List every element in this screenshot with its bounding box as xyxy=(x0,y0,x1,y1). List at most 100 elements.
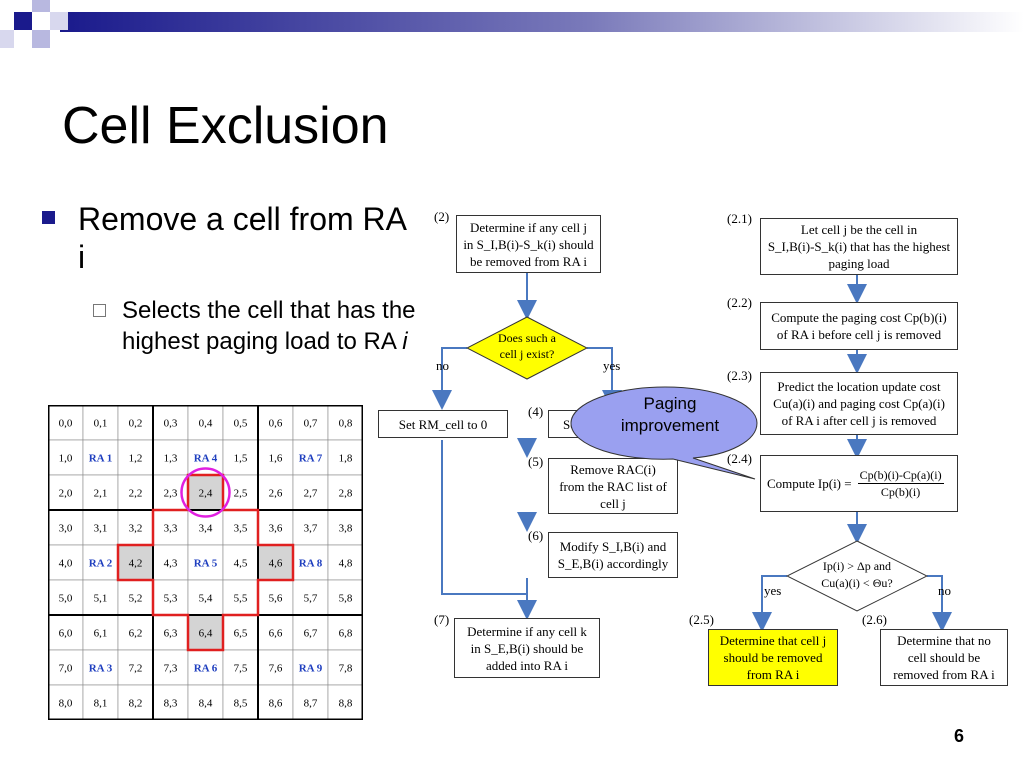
grid-cell-label: 0,2 xyxy=(129,418,143,430)
sub-bullet-text: Selects the cell that has the highest pa… xyxy=(122,295,432,357)
step7-num: (7) xyxy=(434,612,450,627)
grid-cell xyxy=(48,614,84,651)
grid-cell-label: 5,4 xyxy=(199,593,213,605)
grid-cell-label: 3,6 xyxy=(269,523,283,535)
grid-cell xyxy=(327,439,363,476)
step6-box: Modify S_I,B(i) and S_E,B(i) accordingly xyxy=(548,532,678,578)
grid-cell xyxy=(48,649,84,686)
step23-box: Predict the location update cost Cu(a)(i… xyxy=(760,372,958,435)
grid-cell-label: 2,5 xyxy=(234,488,248,500)
grid-cell-label: 2,3 xyxy=(164,488,178,500)
slide-title: Cell Exclusion xyxy=(62,97,389,155)
grid-cell-label: 1,6 xyxy=(269,453,283,465)
step2-num: (2) xyxy=(434,209,450,224)
grid-cell-label: 1,8 xyxy=(339,453,353,465)
step5-num: (5) xyxy=(528,454,544,469)
sub-bullet-var: i xyxy=(402,328,408,355)
grid-cell xyxy=(257,684,294,720)
decision-line1: Does such a xyxy=(498,331,556,345)
grid-cell-label: 3,7 xyxy=(304,523,318,535)
grid-cell xyxy=(117,509,154,546)
grid-cell-label: 7,2 xyxy=(129,663,143,675)
grid-cell-label: 8,6 xyxy=(269,698,283,710)
sub-bullet-prefix: Selects the cell that has the highest pa… xyxy=(122,297,416,355)
step6-line2: S_E,B(i) accordingly xyxy=(557,556,669,571)
decision2-text: Ip(i) > Δp and Cu(a)(i) < Θu? xyxy=(786,558,928,592)
decision2-line1: Ip(i) > Δp and xyxy=(822,559,892,573)
grid-cell-label: 6,0 xyxy=(59,628,73,640)
grid-cell xyxy=(222,439,259,476)
grid-cell xyxy=(187,684,224,720)
selected-cell-circle xyxy=(180,467,231,518)
step25-box: Determine that cell j should be removed … xyxy=(708,629,838,686)
ra5-highlight xyxy=(116,473,295,652)
decision2-yes: yes xyxy=(764,583,782,598)
grid-cell-label: 2,4 xyxy=(199,488,213,500)
grid-cell xyxy=(152,439,189,476)
grid-cell-label: 7,6 xyxy=(269,663,283,675)
grid-cell xyxy=(327,579,363,616)
step23-line1: Predict the location update cost xyxy=(777,379,941,394)
grid-cell xyxy=(222,614,259,651)
decision-no: no xyxy=(436,358,449,373)
step21-line2: S_I,B(i)-S_k(i) that has the highest xyxy=(767,239,951,254)
decision-line2: cell j exist? xyxy=(499,347,555,361)
grid-cell xyxy=(152,579,189,616)
grid-cell xyxy=(257,649,294,686)
step22-box: Compute the paging cost Cp(b)(i) of RA i… xyxy=(760,302,958,350)
step7-line1: Determine if any cell k xyxy=(467,623,587,639)
step22-line1: Compute the paging cost Cp(b)(i) xyxy=(771,310,947,325)
grid-cell xyxy=(222,649,259,686)
grid-cell-label: 4,3 xyxy=(164,558,178,570)
grid-cell-label: 5,5 xyxy=(234,593,248,605)
grid-cell-label: 0,8 xyxy=(339,418,353,430)
flowchart-connectors xyxy=(432,273,952,632)
step23-line2: Cu(a)(i) and paging cost Cp(a)(i) xyxy=(773,396,945,411)
grid-cell xyxy=(327,649,363,686)
bullet-text: Remove a cell from RA i xyxy=(78,201,406,275)
step22-line2: of RA i before cell j is removed xyxy=(776,327,942,342)
step26-num: (2.6) xyxy=(862,612,887,627)
grid-cell-label: 5,0 xyxy=(59,593,73,605)
grid-cell-label: 2,2 xyxy=(129,488,143,500)
callout-text: Paging improvement xyxy=(575,393,765,437)
grid-cell xyxy=(82,614,119,651)
step22-num: (2.2) xyxy=(727,295,752,310)
step2-line2: in S_I,B(i)-S_k(i) should xyxy=(463,236,594,252)
grid-cell-label: 8,2 xyxy=(129,698,143,710)
grid-cell-label: 0,5 xyxy=(234,418,248,430)
step24-box: Compute Ip(i) = Cp(b)(i)-Cp(a)(i) Cp(b)(… xyxy=(760,455,958,512)
step26-box: Determine that no cell should be removed… xyxy=(880,629,1008,686)
grid-cell xyxy=(327,405,363,441)
grid-cell-label: 4,0 xyxy=(59,558,73,570)
decision2-no: no xyxy=(938,583,951,598)
grid-cell-label: 6,8 xyxy=(339,628,353,640)
grid-cell xyxy=(187,649,224,686)
ra-label: RA 1 xyxy=(89,453,113,465)
step6-line1: Modify S_I,B(i) and xyxy=(559,539,667,554)
step24-fraction: Cp(b)(i)-Cp(a)(i) Cp(b)(i) xyxy=(857,467,944,500)
grid-cell-label: 1,2 xyxy=(129,453,143,465)
step5-line2: from the RAC list of xyxy=(559,478,667,494)
grid-cell-label: 2,1 xyxy=(94,488,108,500)
step21-line1: Let cell j be the cell in xyxy=(800,222,918,237)
grid-cell xyxy=(257,614,294,651)
ra-label: RA 2 xyxy=(89,558,113,570)
grid-cell xyxy=(152,544,189,581)
step5-line1: Remove RAC(i) xyxy=(570,461,656,477)
grid-cell-label: 0,0 xyxy=(59,418,73,430)
grid-cell-label: 7,8 xyxy=(339,663,353,675)
grid-cell xyxy=(82,684,119,720)
step21-num: (2.1) xyxy=(727,211,752,226)
grid-cell xyxy=(327,684,363,720)
grid-cell-label: 3,0 xyxy=(59,523,73,535)
grid-cell xyxy=(48,474,84,511)
grid-cell-label: 5,3 xyxy=(164,593,178,605)
decision-yes: yes xyxy=(603,358,621,373)
grid-cell-label: 7,3 xyxy=(164,663,178,675)
step26-line2: cell should be xyxy=(907,650,981,665)
step26-line3: removed from RA i xyxy=(893,667,995,682)
step24-lhs: Compute Ip(i) = xyxy=(767,476,852,491)
grid-cell-label: 6,1 xyxy=(94,628,108,640)
step25-line1: Determine that cell j xyxy=(719,633,827,648)
